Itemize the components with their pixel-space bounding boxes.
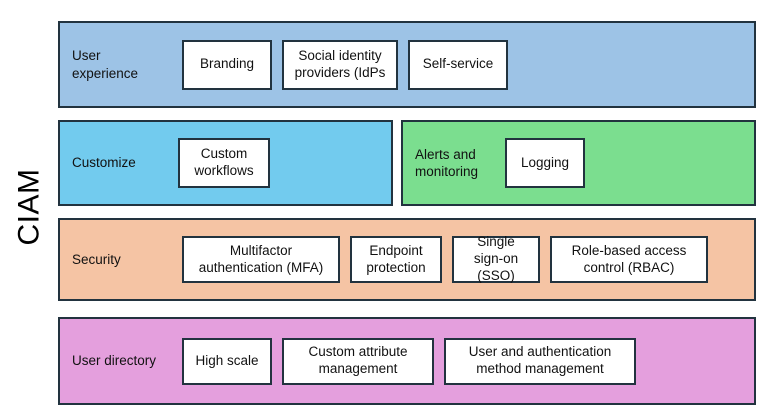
band-label-user-directory: User directory (72, 353, 157, 369)
chip-group-user-directory: High scale Custom attribute management U… (182, 337, 636, 385)
layer-row-customize: Customize Custom workflows Alerts and mo… (58, 120, 756, 206)
band-security: Security Multifactor authentication (MFA… (58, 218, 756, 301)
chip-self-service[interactable]: Self-service (408, 39, 508, 90)
band-user-directory: User directory High scale Custom attribu… (58, 317, 756, 405)
chip-group-security: Multifactor authentication (MFA) Endpoin… (182, 234, 708, 283)
chip-group-user-experience: Branding Social identity providers (IdPs… (182, 39, 508, 90)
band-label-alerts-and-monitoring: Alerts and monitoring (415, 146, 479, 179)
chip-multifactor-authentication[interactable]: Multifactor authentication (MFA) (182, 236, 340, 283)
band-user-experience: User experience Branding Social identity… (58, 21, 756, 108)
layer-row-security: Security Multifactor authentication (MFA… (58, 218, 756, 301)
chip-endpoint-protection[interactable]: Endpoint protection (350, 236, 442, 283)
chip-custom-attribute-management[interactable]: Custom attribute management (282, 337, 434, 385)
band-label-user-experience: User experience (72, 48, 139, 81)
chip-branding[interactable]: Branding (182, 39, 272, 90)
band-label-customize: Customize (72, 155, 136, 171)
chip-group-customize: Custom workflows (178, 138, 270, 188)
chip-social-identity-providers[interactable]: Social identity providers (IdPs (282, 39, 398, 90)
chip-single-sign-on[interactable]: Single sign-on (SSO) (452, 234, 540, 283)
band-customize: Customize Custom workflows (58, 120, 393, 206)
ciam-axis-label-text: CIAM (12, 168, 45, 246)
band-label-security: Security (72, 251, 121, 267)
layer-row-user-experience: User experience Branding Social identity… (58, 21, 756, 108)
chip-user-and-authentication-method-management[interactable]: User and authentication method managemen… (444, 337, 636, 385)
band-alerts-and-monitoring: Alerts and monitoring Logging (401, 120, 756, 206)
layer-row-user-directory: User directory High scale Custom attribu… (58, 317, 756, 405)
chip-role-based-access-control[interactable]: Role-based access control (RBAC) (550, 236, 708, 283)
chip-logging[interactable]: Logging (505, 138, 585, 188)
chip-group-alerts-and-monitoring: Logging (505, 138, 585, 188)
chip-high-scale[interactable]: High scale (182, 337, 272, 385)
chip-custom-workflows[interactable]: Custom workflows (178, 138, 270, 188)
ciam-axis-label: CIAM (0, 0, 58, 414)
